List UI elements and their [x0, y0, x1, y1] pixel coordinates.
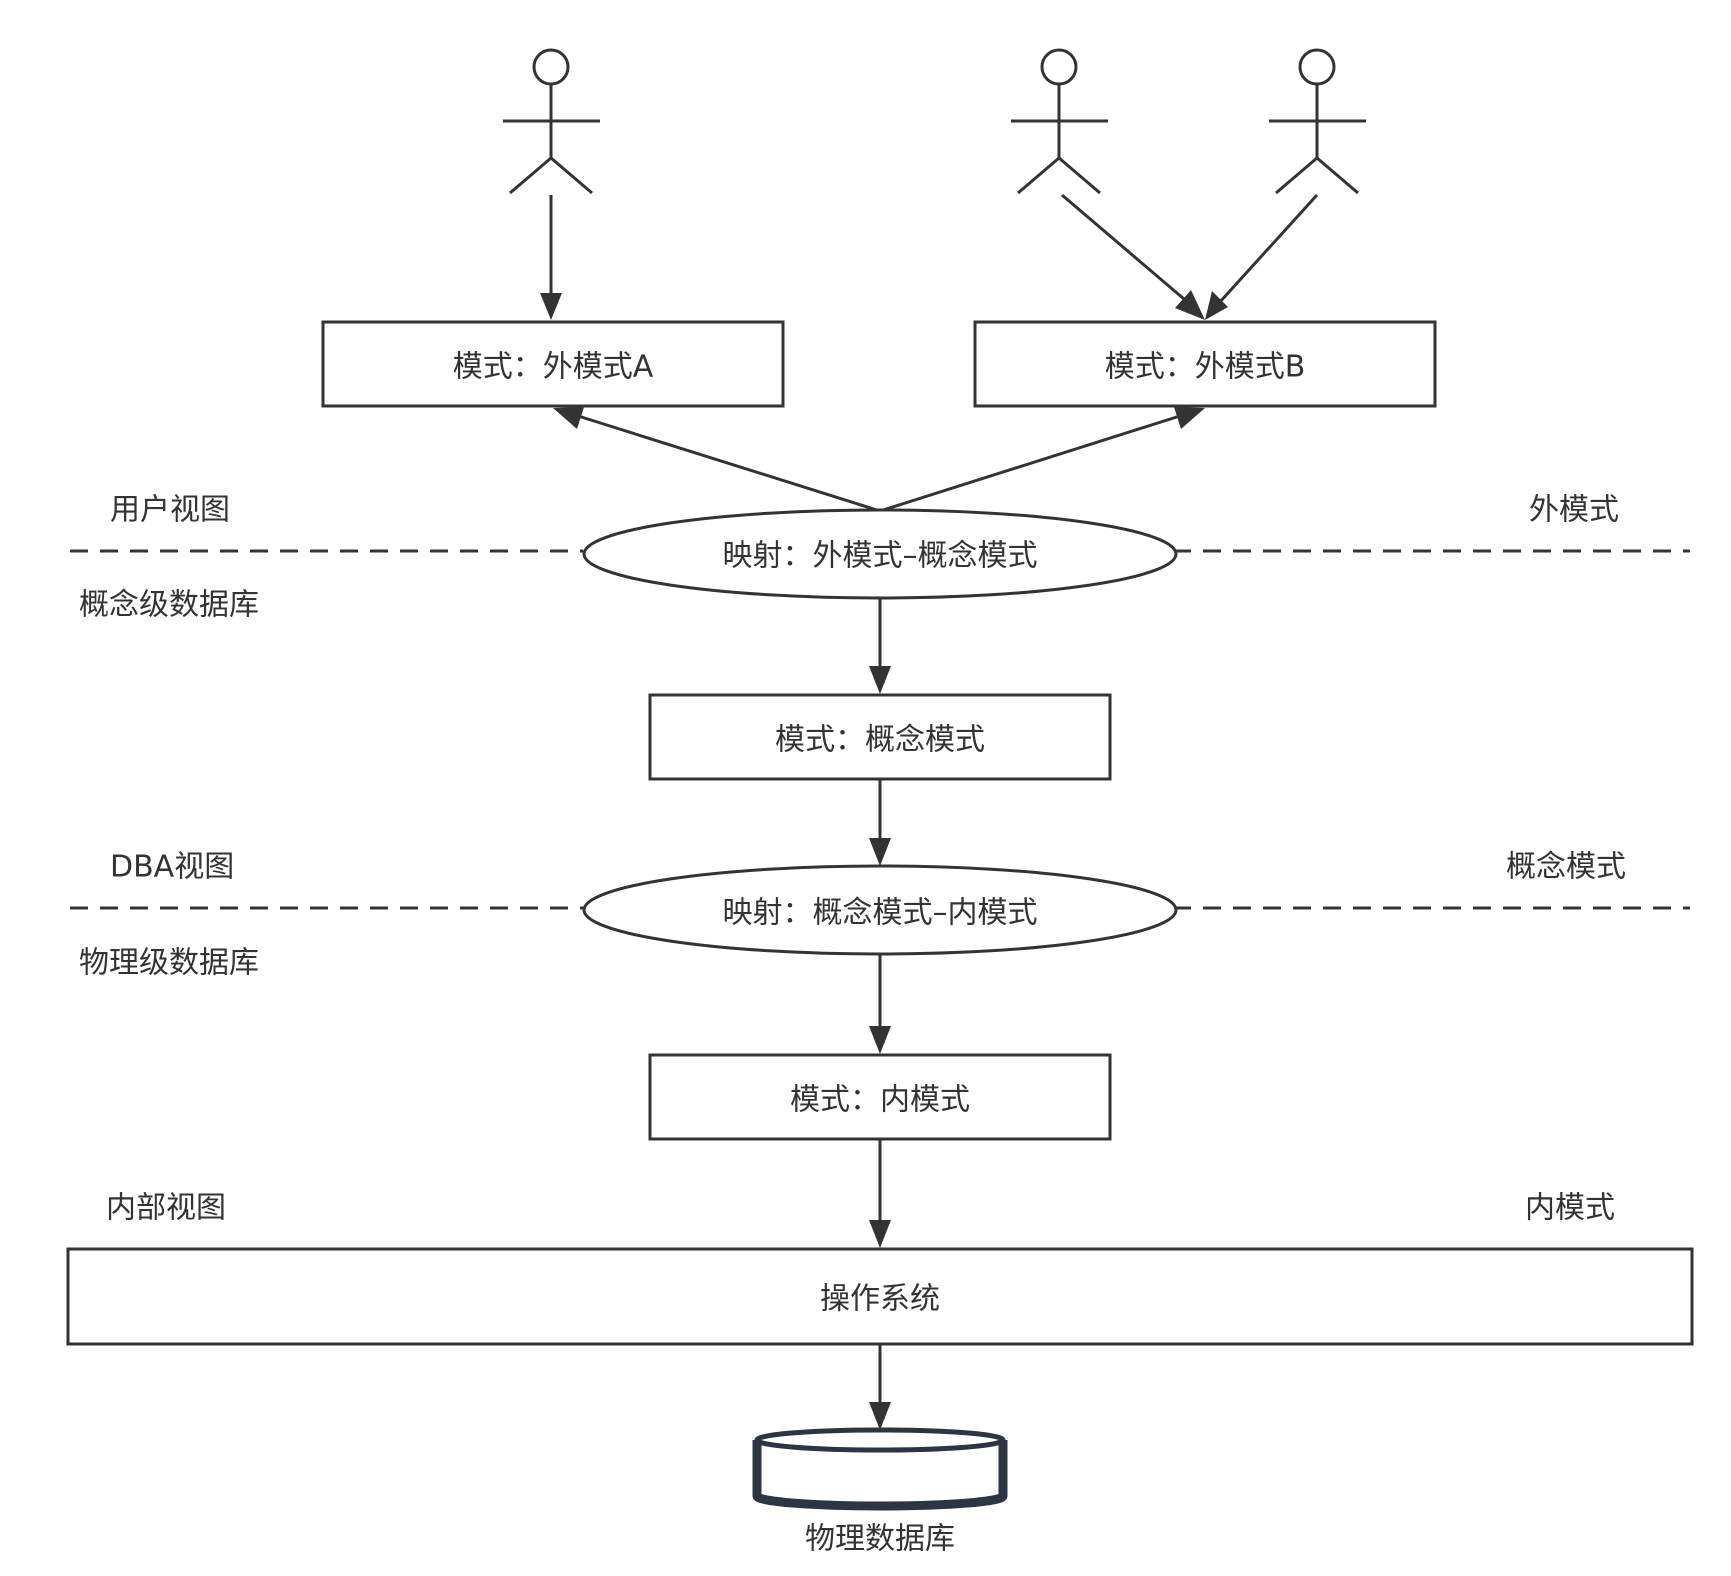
- external-schema-b-box: [973, 320, 1437, 408]
- internal-schema-side-label: 内模式: [1525, 1191, 1615, 1226]
- mapping-external-conceptual-label: 映射：外模式–概念模式: [723, 539, 1038, 574]
- arrowhead: [553, 407, 584, 429]
- arrowhead: [869, 1026, 891, 1054]
- conceptual-schema-side-label: 概念模式: [1506, 850, 1626, 885]
- edge-user-b2-to-external-b: [1217, 193, 1319, 305]
- operating-system-label: 操作系统: [820, 1282, 940, 1317]
- arrowhead: [1174, 407, 1205, 429]
- database-cylinder-icon: [752, 1427, 1008, 1511]
- external-schema-side-label: 外模式: [1529, 493, 1619, 528]
- internal-schema-box: [648, 1053, 1112, 1141]
- external-schema-a-box: [321, 320, 785, 408]
- arrowhead: [1175, 290, 1205, 320]
- conceptual-schema-label: 模式：概念模式: [775, 723, 985, 758]
- conceptual-schema-box: [648, 693, 1112, 781]
- person-icon-user-b2: [1269, 48, 1366, 195]
- user-view-label: 用户视图: [110, 493, 230, 528]
- arrowhead: [540, 293, 562, 320]
- arrowhead: [869, 1220, 891, 1248]
- person-icon-user-b1: [1011, 48, 1108, 195]
- physical-level-db-label: 物理级数据库: [79, 946, 259, 981]
- arrowhead: [869, 666, 891, 694]
- arrowhead: [869, 1402, 891, 1430]
- internal-view-label: 内部视图: [106, 1191, 226, 1226]
- conceptual-db-label: 概念级数据库: [79, 588, 259, 623]
- edge-mapping-to-external-b: [879, 413, 1184, 513]
- mapping-conceptual-internal-label: 映射：概念模式–内模式: [723, 896, 1038, 931]
- external-schema-b-label: 模式：外模式B: [1105, 350, 1306, 385]
- dba-view-label: DBA视图: [110, 850, 234, 885]
- edge-user-b1-to-external-b: [1061, 193, 1192, 307]
- arrowhead: [869, 838, 891, 866]
- edge-mapping-to-external-a: [574, 413, 881, 513]
- operating-system-box: [66, 1247, 1694, 1346]
- arrowhead: [1205, 291, 1228, 320]
- person-icon-user-a: [503, 48, 600, 195]
- physical-database-label: 物理数据库: [805, 1522, 955, 1557]
- internal-schema-label: 模式：内模式: [790, 1083, 970, 1118]
- external-schema-a-label: 模式：外模式A: [453, 350, 654, 385]
